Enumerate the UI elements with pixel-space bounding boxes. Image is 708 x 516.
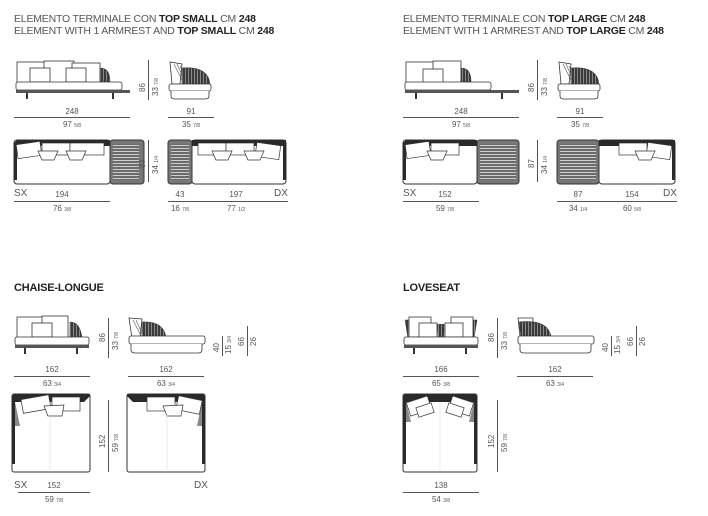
front-elevation-top-large xyxy=(404,60,519,99)
dim-top-small-dx-in: 77 1/2 xyxy=(226,204,246,213)
title-top-small-it: ELEMENTO TERMINALE CON TOP SMALL CM 248 xyxy=(14,13,256,25)
dim-chaise-side-in: 63 3/4 xyxy=(156,379,176,388)
plan-top-large-sx xyxy=(402,139,520,185)
dim-loveseat-side-cm: 162 xyxy=(548,365,562,374)
dim-loveseat-plan-in: 54 3/8 xyxy=(431,495,451,504)
dim-top-small-side-cm: 91 xyxy=(186,107,196,116)
dim-top-small-depth-cm: 87 xyxy=(138,159,147,168)
dim-loveseat-height-cm: 86 xyxy=(487,333,496,342)
dim-loveseat-seat-in: 15 3/4 xyxy=(613,335,622,354)
dim-chaise-side-cm: 162 xyxy=(159,365,173,374)
plan-chaise-dx xyxy=(126,393,206,473)
plan-top-large-dx xyxy=(556,139,676,185)
plan-top-small-sx xyxy=(13,139,145,185)
dim-top-small-sx-cm: 194 xyxy=(55,190,69,199)
plan-chaise-sx xyxy=(11,393,91,473)
dim-chaise-plan-cm: 152 xyxy=(47,481,61,490)
dim-top-large-dx-top-cm: 87 xyxy=(573,190,583,199)
dim-chaise-arm-cm: 66 xyxy=(237,337,246,346)
dim-chaise-front-in: 63 3/4 xyxy=(42,379,62,388)
title-loveseat: LOVESEAT xyxy=(403,282,460,294)
dim-top-small-front-cm: 248 xyxy=(65,107,79,116)
dim-loveseat-front-in: 65 3/8 xyxy=(431,379,451,388)
dim-chaise-height-cm: 86 xyxy=(98,333,107,342)
dim-top-large-dx-in: 60 5/8 xyxy=(622,204,642,213)
dim-top-small-height-cm: 86 xyxy=(138,83,147,92)
dim-loveseat-depth-in: 59 7/8 xyxy=(500,433,509,452)
dim-top-small-side-in: 35 7/8 xyxy=(181,120,201,129)
dim-chaise-seat-cm: 40 xyxy=(212,343,221,352)
dim-loveseat-plan-cm: 138 xyxy=(434,481,448,490)
dim-chaise-seat-in: 15 3/4 xyxy=(224,335,233,354)
plan-loveseat xyxy=(402,393,478,473)
dim-top-large-height-in: 33 7/8 xyxy=(540,77,549,96)
dim-chaise-height-in: 33 7/8 xyxy=(111,331,120,350)
dim-top-large-front-cm: 248 xyxy=(454,107,468,116)
side-elevation-top-large xyxy=(557,61,601,100)
dim-top-small-sx-in: 76 3/8 xyxy=(52,204,72,213)
front-elevation-loveseat xyxy=(403,316,479,354)
plan-top-small-dx xyxy=(167,139,287,185)
title-top-small-en: ELEMENT WITH 1 ARMREST AND TOP SMALL CM … xyxy=(14,25,275,37)
side-elevation-top-small xyxy=(168,61,212,100)
dim-loveseat-depth-cm: 152 xyxy=(487,434,496,448)
dim-loveseat-arm-in: 26 xyxy=(638,337,647,346)
dim-top-large-height-cm: 86 xyxy=(527,83,536,92)
dim-loveseat-height-in: 33 7/8 xyxy=(500,331,509,350)
front-elevation-top-small xyxy=(15,60,130,99)
dim-chaise-plan-in: 59 7/8 xyxy=(44,495,64,504)
title-top-large-en: ELEMENT WITH 1 ARMREST AND TOP LARGE CM … xyxy=(403,25,664,37)
dim-loveseat-arm-cm: 66 xyxy=(626,337,635,346)
dim-top-small-depth-in: 34 1/4 xyxy=(151,155,160,174)
dim-top-large-sx-cm: 152 xyxy=(438,190,452,199)
dim-loveseat-front-cm: 166 xyxy=(434,365,448,374)
dim-chaise-depth-cm: 152 xyxy=(98,434,107,448)
label-dx-chaise: DX xyxy=(194,480,208,491)
dim-top-large-side-in: 35 7/8 xyxy=(570,120,590,129)
dim-loveseat-seat-cm: 40 xyxy=(601,343,610,352)
dim-top-small-dx-top-cm: 43 xyxy=(175,190,185,199)
side-elevation-chaise xyxy=(128,317,206,354)
dim-top-small-dx-top-in: 16 7/8 xyxy=(170,204,190,213)
dim-chaise-arm-in: 26 xyxy=(249,337,258,346)
label-sx-top-large: SX xyxy=(403,188,417,199)
dim-top-small-dx-cm: 197 xyxy=(229,190,243,199)
label-sx-chaise: SX xyxy=(14,480,28,491)
dim-chaise-front-cm: 162 xyxy=(45,365,59,374)
dim-loveseat-side-in: 63 3/4 xyxy=(545,379,565,388)
label-sx-top-small: SX xyxy=(14,188,28,199)
dim-top-large-side-cm: 91 xyxy=(575,107,585,116)
side-elevation-loveseat xyxy=(517,317,595,354)
label-dx-top-small: DX xyxy=(274,188,288,199)
dim-top-large-depth-cm: 87 xyxy=(527,159,536,168)
dim-top-large-sx-in: 59 7/8 xyxy=(435,204,455,213)
dim-top-small-height-in: 33 7/8 xyxy=(151,77,160,96)
dim-top-small-front-in: 97 5/8 xyxy=(62,120,82,129)
title-top-large-it: ELEMENTO TERMINALE CON TOP LARGE CM 248 xyxy=(403,13,646,25)
front-elevation-chaise xyxy=(14,315,90,354)
dim-chaise-depth-in: 59 7/8 xyxy=(111,433,120,452)
dim-top-large-front-in: 97 5/8 xyxy=(451,120,471,129)
dim-top-large-depth-in: 34 1/4 xyxy=(540,155,549,174)
dim-top-large-dx-top-in: 34 1/4 xyxy=(568,204,588,213)
title-chaise-longue: CHAISE-LONGUE xyxy=(14,282,104,294)
label-dx-top-large: DX xyxy=(663,188,677,199)
dim-top-large-dx-cm: 154 xyxy=(625,190,639,199)
